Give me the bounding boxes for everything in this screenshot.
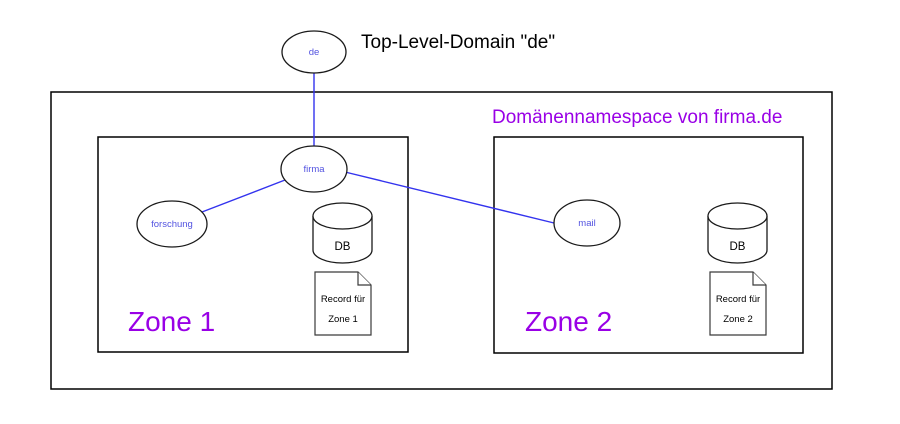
node-firma: firma	[280, 145, 348, 193]
db-cylinder-zone2: DB	[707, 202, 768, 264]
node-de-ellipse	[281, 30, 347, 74]
record-doc-zone1-line1: Record für	[321, 294, 365, 305]
record-doc-zone2-fold	[752, 272, 766, 286]
node-mail: mail	[553, 199, 621, 247]
node-de: de	[281, 30, 347, 74]
node-forschung: forschung	[136, 200, 208, 248]
db-label-zone1: DB	[335, 241, 351, 253]
zone2-box	[493, 136, 804, 354]
namespace-box	[50, 91, 833, 390]
db-cylinder-zone1-top	[312, 202, 373, 230]
node-forschung-label: forschung	[151, 219, 193, 230]
record-doc-zone1-fold	[357, 272, 371, 286]
db-label-zone2: DB	[730, 241, 746, 253]
zone2-label: Zone 2	[525, 306, 612, 337]
record-doc-zone1-page	[314, 271, 372, 336]
zone1-box	[97, 136, 409, 353]
node-firma-ellipse	[280, 145, 348, 193]
db-cylinder-zone1: DB	[312, 202, 373, 264]
diagram-title: Top-Level-Domain "de"	[361, 32, 555, 53]
record-doc-zone1-line2: Zone 1	[328, 314, 358, 325]
record-doc-zone1: Record für Zone 1	[314, 271, 372, 336]
namespace-label: Domänennamespace von firma.de	[492, 107, 782, 128]
node-mail-ellipse	[553, 199, 621, 247]
db-cylinder-zone2-top	[707, 202, 768, 230]
edge-firma-forschung	[201, 179, 286, 213]
record-doc-zone2-line1: Record für	[716, 294, 760, 305]
node-de-label: de	[309, 47, 320, 58]
node-firma-label: firma	[303, 164, 325, 175]
node-forschung-ellipse	[136, 200, 208, 248]
edge-firma-mail	[344, 171, 555, 224]
node-mail-label: mail	[578, 218, 595, 229]
zone1-label: Zone 1	[128, 306, 215, 337]
record-doc-zone2: Record für Zone 2	[709, 271, 767, 336]
record-doc-zone2-line2: Zone 2	[723, 314, 753, 325]
record-doc-zone2-page	[709, 271, 767, 336]
